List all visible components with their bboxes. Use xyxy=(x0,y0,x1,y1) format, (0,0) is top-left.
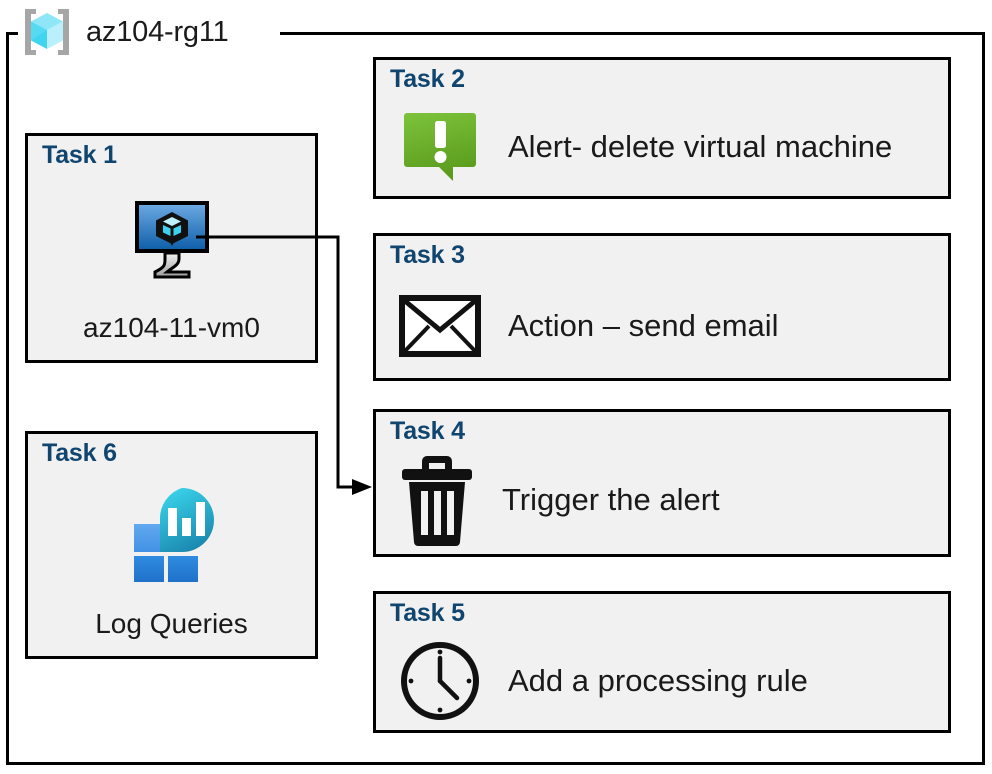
task-6-label: Log Queries xyxy=(95,608,248,639)
task-2-label: Alert- delete virtual machine xyxy=(508,128,893,164)
clock-icon xyxy=(398,639,482,723)
task-1-title: Task 1 xyxy=(42,141,117,169)
task-6-card[interactable]: Task 6 xyxy=(25,431,318,659)
envelope-icon xyxy=(398,284,482,368)
trash-can-icon xyxy=(398,452,476,548)
task-1-label: az104-11-vm0 xyxy=(83,312,260,343)
task-5-card[interactable]: Task 5 Add a processing rule xyxy=(373,591,951,733)
task-4-card[interactable]: Task 4 Trigger the alert xyxy=(373,409,951,557)
task-6-title: Task 6 xyxy=(42,439,117,467)
alert-exclamation-bubble-icon xyxy=(398,105,482,189)
task-2-title: Task 2 xyxy=(390,65,465,93)
log-analytics-icon xyxy=(28,486,315,582)
task-5-label: Add a processing rule xyxy=(508,662,808,698)
task-1-card[interactable]: Task 1 az10 xyxy=(25,133,318,363)
task-3-label: Action – send email xyxy=(508,307,779,343)
resource-group-cube-icon xyxy=(18,6,76,58)
resource-group-header: az104-rg11 xyxy=(18,4,229,60)
resource-group-title-gap xyxy=(18,22,280,44)
task-4-label: Trigger the alert xyxy=(502,481,720,517)
virtual-machine-icon xyxy=(28,194,315,290)
task-3-card[interactable]: Task 3 Action – send email xyxy=(373,233,951,381)
task-3-title: Task 3 xyxy=(390,241,465,269)
task-5-title: Task 5 xyxy=(390,599,465,627)
resource-group-name: az104-rg11 xyxy=(86,15,229,48)
resource-group-frame xyxy=(6,32,985,765)
task-4-title: Task 4 xyxy=(390,417,465,445)
task-2-card[interactable]: Task 2 Alert- delete virtual machine xyxy=(373,57,951,199)
